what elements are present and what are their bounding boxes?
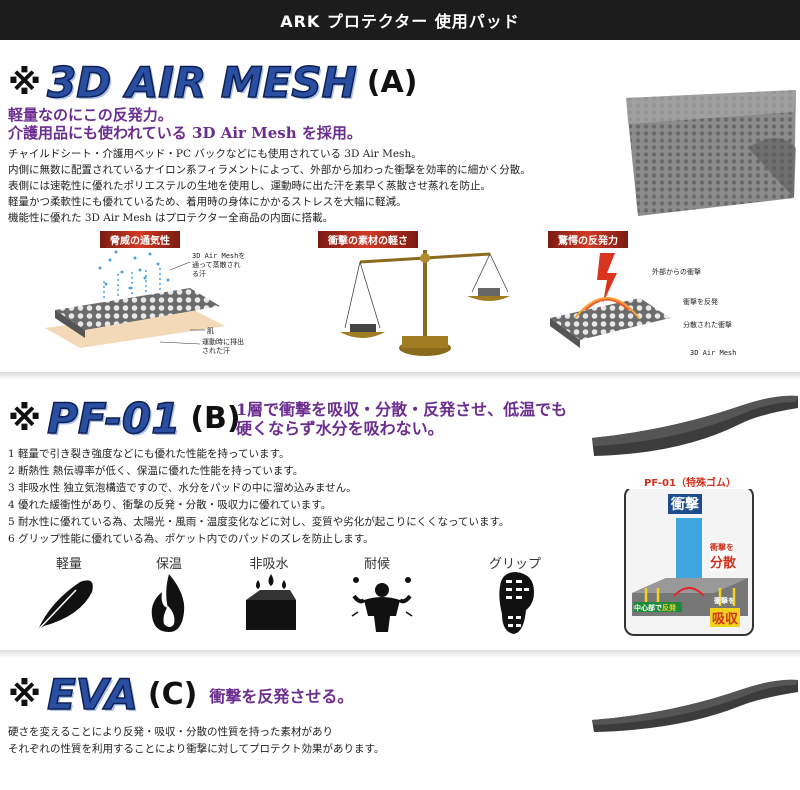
reference-mark: ※	[8, 62, 42, 103]
note-line: る汗	[192, 270, 206, 278]
pf01-sample-image	[592, 395, 798, 456]
note-line: 運動時に排出	[202, 338, 244, 346]
section-c-description: 硬さを変えることにより反発・吸収・分散の性質を持った素材があり それぞれの性質を…	[8, 724, 608, 758]
feature-item: 2 断熱性 熱伝導率が低く、保温に優れた性能を持っています。	[8, 465, 304, 477]
note-line: 通って蒸散され	[192, 261, 241, 269]
icon-label-weather: 耐候	[363, 557, 390, 572]
header-title: ARK プロテクター 使用パッド	[280, 12, 520, 31]
product-name-3d-air-mesh: 3D AIR MESH	[46, 57, 357, 108]
diagram-center-label: 中心部で反発	[634, 603, 676, 613]
note-line: 3D Air Meshを	[192, 252, 246, 260]
note-dispersed-impact: 分散された衝撃	[683, 321, 732, 329]
panel-label-rebound: 驚愕の反発力	[548, 231, 628, 248]
description-line: チャイルドシート・介護用ベッド・PC バックなどにも使用されている 3D Air…	[8, 148, 422, 160]
feature-item: 3 非吸水性 独立気泡構造ですので、水分をパッドの中に溜め込みません。	[8, 482, 357, 494]
icon-label-non-absorbent: 非吸水	[249, 557, 289, 572]
headline-line: 介護用品にも使われている 3D Air Mesh を採用。	[8, 124, 362, 142]
feature-item: 4 優れた緩衝性があり、衝撃の反発・分散・吸収力に優れています。	[8, 499, 332, 511]
description-line: 内側に無数に配置されているナイロン系フィラメントによって、外部から加わった衝撃を…	[8, 164, 531, 176]
reference-mark: ※	[8, 674, 42, 715]
rebound-diagram	[550, 253, 670, 348]
flame-icon	[151, 574, 185, 632]
panel-label-lightness: 衝撃の素材の軽さ	[318, 231, 418, 248]
description-line: 表側には速乾性に優れたポリエステルの生地を使用し、運動時に出た汗を素早く蒸散させ…	[8, 180, 491, 192]
product-code-b: (B)	[190, 401, 241, 436]
description-line: 硬さを変えることにより反発・吸収・分散の性質を持った素材があり	[8, 726, 333, 738]
reference-mark: ※	[8, 398, 42, 439]
breathability-diagram	[45, 250, 225, 348]
product-name-pf01: PF-01	[46, 393, 181, 444]
section-b-features: 1 軽量で引き裂き強度などにも優れた性能を持っています。 2 断熱性 熱伝導率が…	[8, 446, 608, 548]
feature-item: 6 グリップ性能に優れている為、ポケット内でのパッドのズレを防止します。	[8, 533, 374, 545]
diagram-title: PF-01（特殊ゴム）	[610, 474, 770, 489]
feature-item: 5 耐水性に優れている為、太陽光・風雨・温度変化などに対し、変質や劣化が起こりに…	[8, 516, 510, 528]
balance-scale-icon	[340, 250, 510, 356]
product-name-eva: EVA	[46, 669, 138, 720]
note-external-impact: 外部からの衝撃	[652, 268, 701, 276]
note-sweat: 運動時に排出 された汗	[202, 338, 244, 356]
product-code-a: (A)	[366, 65, 418, 100]
diagram-absorb-top-label: 衝撃を	[714, 597, 735, 605]
section-divider	[0, 372, 800, 380]
diagram-rebound-label: 衝撃を	[710, 542, 734, 553]
weather-figure-icon	[351, 577, 413, 632]
page-header: ARK プロテクター 使用パッド	[0, 0, 800, 40]
section-c-title: ※ EVA (C) 衝撃を反発させる。	[8, 669, 354, 720]
section-a-headline: 軽量なのにこの反発力。 介護用品にも使われている 3D Air Mesh を採用…	[8, 106, 362, 142]
headline-line: 軽量なのにこの反発力。	[8, 106, 173, 124]
note-repel-impact: 衝撃を反発	[683, 298, 718, 306]
description-line: それぞれの性質を利用することにより衝撃に対してプロテクト効果があります。	[8, 743, 385, 755]
icon-label-warmth: 保温	[155, 557, 182, 572]
shoe-sole-icon	[499, 572, 534, 634]
eva-sample-image	[592, 679, 798, 732]
center-text: 中心部で	[634, 604, 662, 612]
description-line: 軽量かつ柔軟性にも優れているため、着用時の身体にかかるストレスを大幅に軽減。	[8, 196, 407, 208]
icon-label-light: 軽量	[55, 557, 82, 572]
description-line: 機能性に優れた 3D Air Mesh はプロテクター全商品の内面に搭載。	[8, 212, 334, 224]
note-3d-air-mesh: 3D Air Mesh	[690, 349, 737, 357]
diagram-absorb-label: 吸収	[710, 608, 741, 627]
diagram-disperse-label: 分散	[710, 552, 737, 571]
diagram-impact-label: 衝撃	[668, 494, 702, 514]
section-a-title: ※ 3D AIR MESH (A)	[8, 57, 418, 108]
section-b-title: ※ PF-01 (B)	[8, 393, 241, 444]
pf01-diagram: PF-01（特殊ゴム） 衝撃 衝撃を 分散 中心部で反発 衝撃を 吸収	[610, 474, 770, 636]
section-a-description: チャイルドシート・介護用ベッド・PC バックなどにも使用されている 3D Air…	[8, 146, 628, 226]
center-text-2: 反発	[662, 604, 676, 612]
note-skin: 肌	[207, 327, 214, 335]
mesh-sample-image	[626, 90, 796, 216]
feature-item: 1 軽量で引き裂き強度などにも優れた性能を持っています。	[8, 448, 290, 460]
headline-line: 1層で衝撃を吸収・分散・反発させ、低温でも	[236, 400, 568, 419]
note-evaporation: 3D Air Meshを 通って蒸散され る汗	[192, 252, 245, 279]
note-line: された汗	[202, 347, 230, 355]
headline-line: 硬くならず水分を吸わない。	[236, 419, 444, 438]
section-c-headline: 衝撃を反発させる。	[209, 686, 354, 706]
water-box-icon	[246, 574, 296, 630]
panel-label-breathability: 脅威の通気性	[100, 231, 180, 248]
icon-label-grip: グリップ	[488, 557, 541, 572]
section-divider	[0, 650, 800, 658]
feather-icon	[37, 580, 93, 631]
section-b-headline: 1層で衝撃を吸収・分散・反発させ、低温でも 硬くならず水分を吸わない。	[236, 400, 567, 438]
product-code-c: (C)	[147, 677, 198, 712]
